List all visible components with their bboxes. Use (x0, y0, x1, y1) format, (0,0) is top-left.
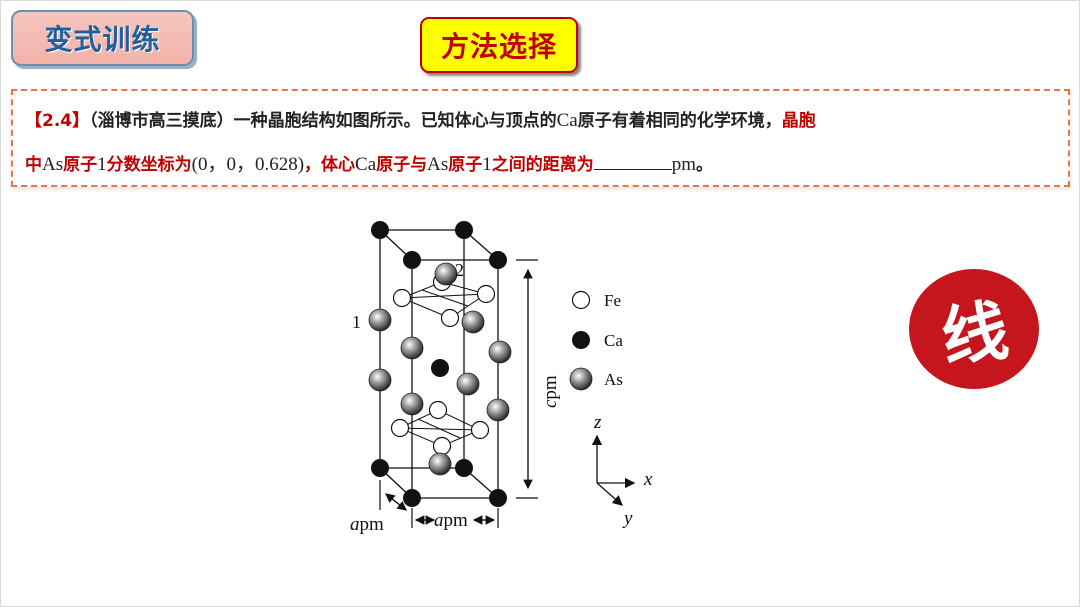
axis-z-label: z (593, 412, 602, 433)
legend-as-swatch (569, 367, 593, 391)
question-ca-2: Ca (355, 154, 377, 175)
a-dimension-label-1: apm (350, 514, 384, 535)
answer-blank[interactable] (593, 153, 672, 170)
question-end: 。 (696, 155, 714, 175)
question-source: （淄博市高三摸底） (89, 111, 234, 131)
question-red-2b: 原子 (63, 155, 98, 175)
legend-as-label: As (604, 370, 623, 389)
question-red-2e: 原子与 (376, 155, 428, 175)
ca-atoms (371, 221, 507, 507)
a-dimension-label-2: apm (434, 510, 468, 531)
question-red-2c: 分数坐标为 (106, 155, 192, 175)
question-text-1: 一种晶胞结构如图所示。已知体心与顶点的 (233, 111, 557, 131)
fe-atoms (390, 272, 496, 456)
question-ca-1: Ca (556, 110, 578, 131)
variant-training-tag: 变式训练 (11, 10, 194, 66)
question-coords: (0，0，0.628) (191, 154, 305, 175)
question-num-1: 1 (97, 154, 107, 175)
as-atom-1 (368, 308, 392, 332)
axis-y-label: y (622, 508, 633, 529)
as-atom-2 (434, 262, 458, 286)
coordinate-axes (591, 434, 636, 506)
question-text-2: 原子有着相同的化学环境， (577, 111, 782, 131)
a-dimension (379, 480, 499, 528)
question-red-2d: ，体心 (304, 155, 356, 175)
atom-label-1: 1 (352, 312, 361, 332)
legend-ca-label: Ca (604, 331, 623, 350)
question-as-1: As (42, 154, 64, 175)
unit-cell-diagram: 1 2 cpm apm apm Fe Ca As z x y (350, 221, 653, 535)
question-red-2f: 原子 (448, 155, 483, 175)
question-red-1: 晶胞 (781, 111, 816, 131)
legend: Fe Ca As (569, 290, 623, 391)
question-unit: pm (671, 154, 697, 175)
question-number: 【2.4】 (25, 111, 90, 131)
method-choice-button[interactable]: 方法选择 (420, 17, 578, 73)
cell-edges (379, 229, 499, 499)
question-red-2a: 中 (25, 155, 42, 175)
body-center-ca (431, 359, 449, 377)
as-atoms (368, 262, 512, 476)
question-red-2g: 之间的距离为 (491, 155, 594, 175)
atom-label-2: 2 (455, 260, 464, 280)
legend-fe-label: Fe (604, 291, 621, 310)
axis-x-label: x (643, 469, 653, 490)
line-seal-char: 线 (936, 290, 1013, 378)
c-dimension-label: cpm (540, 375, 561, 408)
line-seal: 线 (909, 269, 1039, 389)
method-choice-label: 方法选择 (440, 30, 557, 63)
legend-fe-swatch (571, 290, 591, 310)
legend-ca-swatch (572, 331, 590, 349)
variant-training-label: 变式训练 (44, 23, 161, 56)
c-dimension (516, 259, 538, 499)
question-box: 【2.4】（淄博市高三摸底）一种晶胞结构如图所示。已知体心与顶点的Ca原子有着相… (11, 89, 1070, 187)
question-num-2: 1 (482, 154, 492, 175)
question-as-2: As (427, 154, 449, 175)
